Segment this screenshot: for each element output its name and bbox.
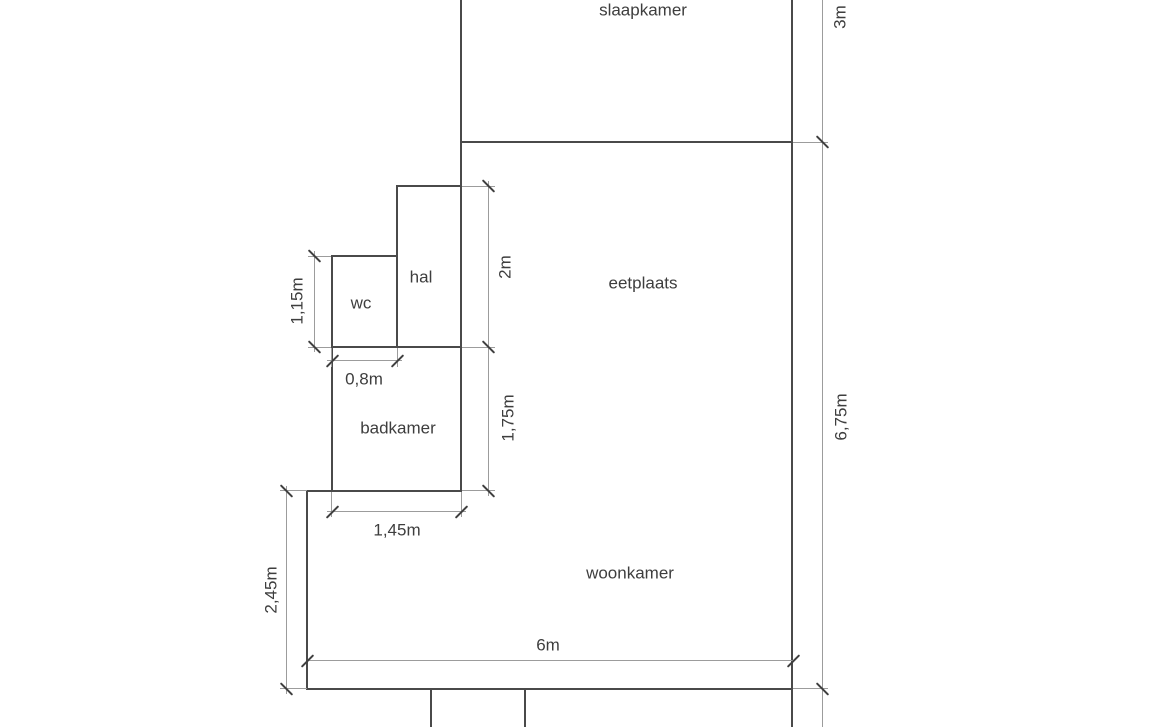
room-label-badkamer: badkamer [360,418,436,438]
dimension-line-hal-badkamer-vertical [488,181,489,496]
wall-right-main [791,0,793,727]
wall-entry-right [524,690,526,727]
wall-wc-hal-bottom [331,346,462,348]
wall-woonkamer-left [306,490,308,690]
room-label-eetplaats: eetplaats [608,273,678,293]
extension-line-hal-top-right [462,186,495,187]
dim-label-wc-width: 0,8m [345,369,383,389]
extension-line-badkamer-bottom-right [462,490,495,491]
extension-line-wc-width-right [397,348,398,367]
dim-label-woonkamer-left-side: 2,45m [261,566,281,614]
wall-wc-top [331,255,398,257]
dim-label-badkamer-side: 1,75m [498,394,518,442]
extension-line-hal-bottom-right [462,347,495,348]
extension-line-bottom-right [793,688,828,689]
dimension-line-woonkamer-left-vertical [286,486,287,694]
extension-line-woonkamer-top-left [280,490,307,491]
wall-hal-top [396,185,462,187]
wall-badkamer-bottom [306,490,462,492]
room-label-slaapkamer: slaapkamer [599,0,687,20]
wall-wc-badkamer-left [331,255,333,492]
dim-label-woonkamer-width: 6m [536,635,560,655]
extension-line-badkamer-width-right [461,492,462,517]
dimension-line-wc-vertical [314,251,315,352]
extension-line-woonkamer-bottom-left [280,688,307,689]
dimension-line-woonkamer-width [307,660,793,661]
dim-tick [786,654,801,668]
dimension-line-badkamer-width [327,511,466,512]
wall-bottom-main [306,688,793,690]
room-label-wc: wc [350,293,372,313]
wall-entry-left [430,690,432,727]
dim-label-badkamer-width: 1,45m [373,520,421,540]
dim-label-hal-side: 2m [495,255,515,279]
dimension-line-right-vertical [822,0,823,727]
room-label-hal: hal [409,267,433,287]
room-label-woonkamer: woonkamer [586,563,674,583]
wall-left-main [460,0,462,492]
extension-line-slaapkamer-bottom-right [793,142,828,143]
wall-hal-left [396,185,398,348]
dimension-line-wc-width [327,360,402,361]
extension-line-wc-top-left [308,256,331,257]
dim-label-wc-side: 1,15m [287,277,307,325]
dim-label-total-right-side: 6,75m [831,393,851,441]
extension-line-badkamer-width-left [331,492,332,517]
dim-tick [325,505,340,519]
extension-line-wc-bottom-left [308,347,331,348]
dim-label-slaapkamer-depth: 3m [830,5,850,29]
wall-slaapkamer-bottom [460,141,793,143]
extension-line-wc-width-left [331,348,332,367]
